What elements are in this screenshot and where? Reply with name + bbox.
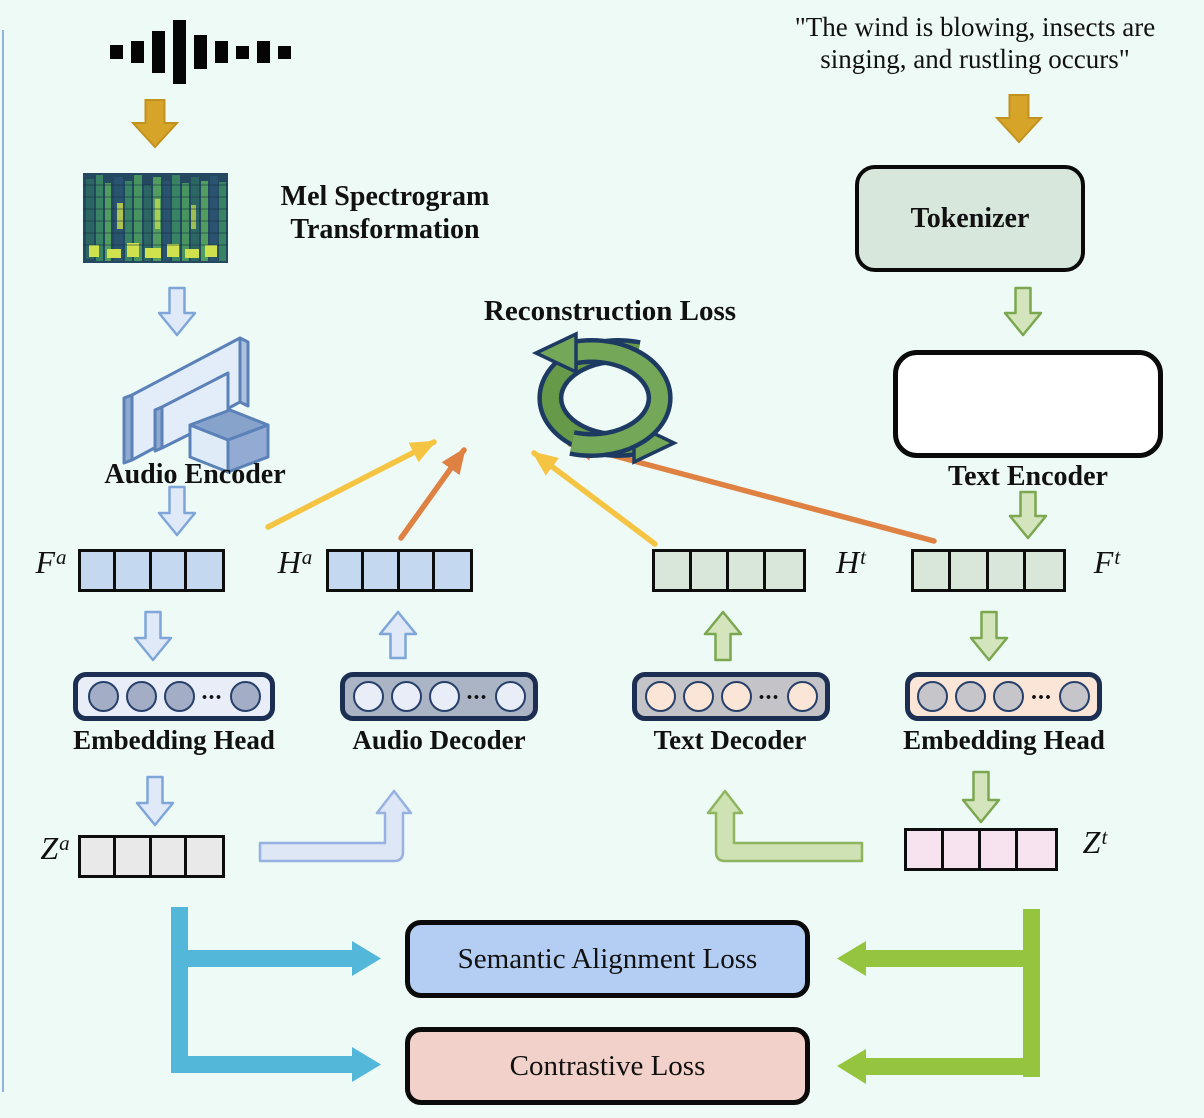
ft-vector (911, 549, 1066, 592)
contrastive-loss-label: Contrastive Loss (509, 1049, 706, 1082)
tokenizer-label: Tokenizer (910, 202, 1030, 234)
mel-spectrogram-label: Mel Spectrogram Transformation (280, 181, 490, 246)
text-decoder-label: Text Decoder (653, 725, 807, 755)
arrow-text-decoder-to-ht-icon (703, 610, 743, 662)
arrow-ft-to-reconstruction-icon (567, 439, 937, 544)
semantic-alignment-loss-label: Semantic Alignment Loss (457, 942, 758, 975)
zt-to-losses-connector-icon (837, 909, 1040, 1084)
fa-label: Fa (35, 544, 67, 580)
ht-label: Ht (836, 544, 866, 580)
reconstruction-loss-label: Reconstruction Loss (483, 295, 737, 327)
page-edge-line (2, 30, 4, 1092)
ha-vector (326, 549, 473, 592)
tokenizer-box: Tokenizer (855, 165, 1085, 272)
za-to-losses-connector-icon (171, 907, 381, 1082)
za-label: Za (40, 830, 70, 866)
gold-arrow-text-icon (994, 94, 1044, 144)
audio-decoder-box: ... (340, 672, 538, 721)
text-embedding-head-box: ... (905, 672, 1102, 721)
arrow-tokenizer-to-text-encoder-icon (1003, 286, 1043, 337)
audio-encoder-icon (122, 336, 270, 474)
text-embedding-head-label: Embedding Head (903, 725, 1105, 755)
audio-encoder-label: Audio Encoder (104, 459, 286, 490)
arrow-fa-to-embedding-head-icon (133, 610, 173, 662)
text-encoder-box (893, 350, 1163, 458)
semantic-alignment-loss-box: Semantic Alignment Loss (405, 920, 810, 998)
arrow-za-to-audio-decoder-elbow-icon (258, 789, 413, 863)
za-vector (78, 835, 225, 878)
input-caption-text: "The wind is blowing, insects are singin… (794, 12, 1156, 74)
audio-embedding-head-label: Embedding Head (73, 725, 275, 755)
mel-spectrogram-image (83, 173, 228, 263)
arrow-ht-to-reconstruction-icon (531, 450, 658, 547)
ha-label: Ha (277, 544, 313, 580)
arrow-ft-to-embedding-head-icon (969, 610, 1009, 662)
fa-vector (78, 549, 225, 592)
arrow-audio-decoder-to-ha-icon (378, 610, 418, 660)
recycle-icon (531, 331, 679, 465)
ht-vector (652, 549, 806, 592)
arrow-audio-encoder-to-fa-icon (157, 485, 197, 537)
arrow-mel-to-audio-encoder-icon (157, 286, 197, 337)
text-encoder-label: Text Encoder (948, 461, 1108, 492)
arrow-fa-to-reconstruction-icon (265, 439, 437, 530)
audio-embedding-head-box: ... (73, 672, 275, 721)
zt-label: Zt (1082, 824, 1108, 860)
text-decoder-box: ... (632, 672, 830, 721)
audio-decoder-label: Audio Decoder (352, 725, 526, 755)
contrastive-loss-box: Contrastive Loss (405, 1027, 810, 1105)
audio-waveform-icon (110, 18, 291, 86)
arrow-text-encoder-to-ft-icon (1008, 490, 1048, 540)
ft-label: Ft (1093, 544, 1121, 580)
arrow-ha-to-reconstruction-icon (398, 447, 467, 541)
arrow-zt-to-text-decoder-elbow-icon (706, 789, 864, 863)
arrow-embedding-head-to-zt-icon (961, 770, 1001, 824)
arrow-embedding-head-to-za-icon (135, 775, 175, 827)
zt-vector (904, 828, 1058, 871)
gold-arrow-audio-icon (130, 99, 180, 149)
